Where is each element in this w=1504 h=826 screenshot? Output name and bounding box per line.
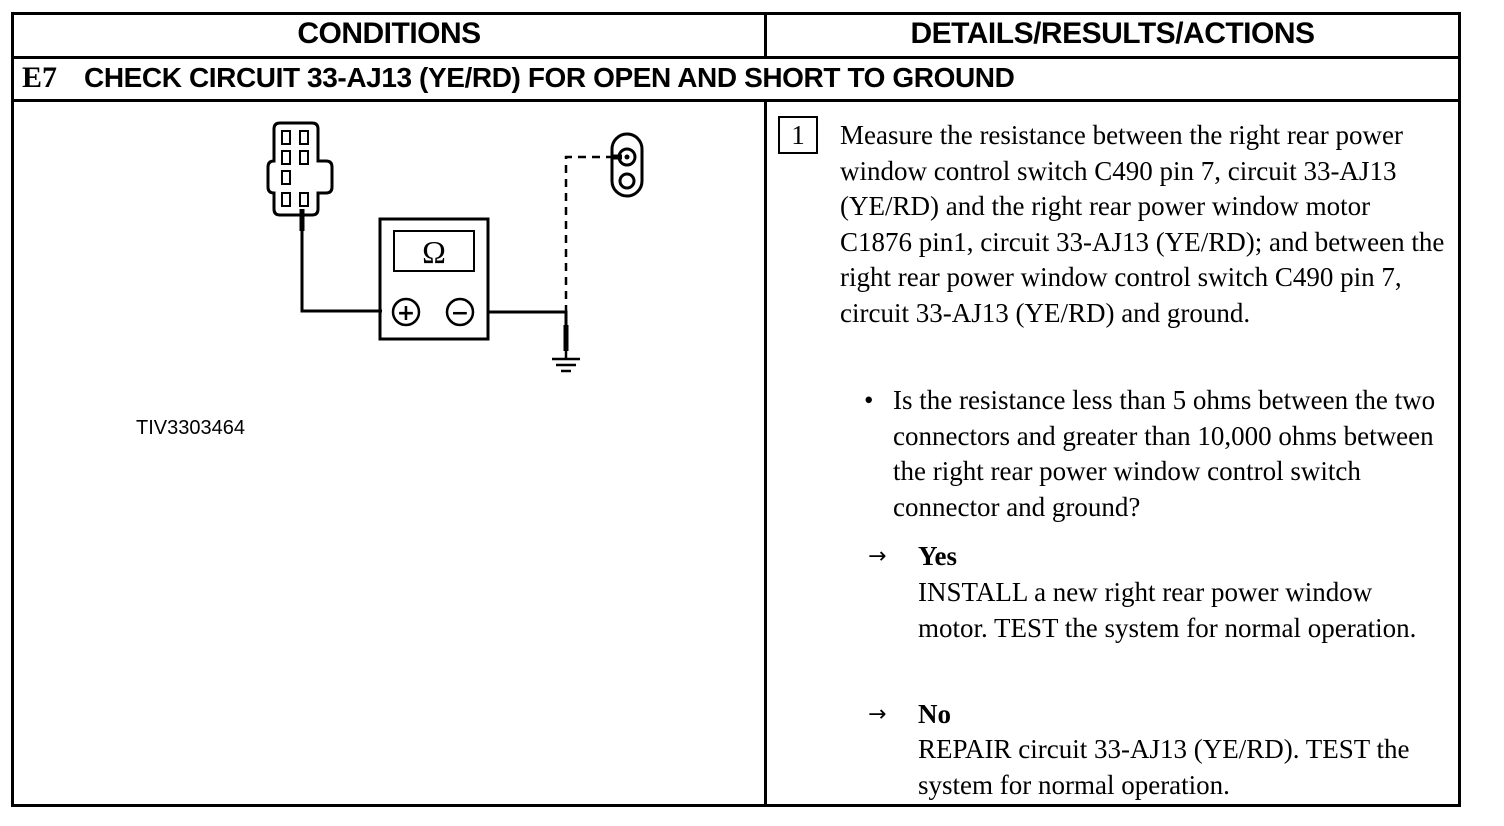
yes-action-text: INSTALL a new right rear power window mo… — [918, 577, 1417, 643]
yes-arrow-icon: → — [868, 544, 887, 569]
yes-label: Yes — [918, 541, 957, 571]
minus-terminal: − — [451, 301, 469, 326]
figure-id: TIV3303464 — [136, 417, 245, 439]
motor-connector-icon — [610, 132, 644, 198]
ohmmeter-icon: Ω + − — [378, 217, 490, 341]
bullet-icon: • — [864, 385, 874, 415]
circuit-diagram: Ω + − — [266, 121, 644, 373]
ground-icon — [552, 351, 580, 373]
plus-terminal: + — [397, 301, 415, 326]
conditions-header: CONDITIONS — [297, 17, 481, 50]
header-divider — [11, 56, 1461, 59]
instruction-text: Measure the resistance between the right… — [840, 118, 1445, 331]
no-label: No — [918, 699, 951, 729]
column-divider-top — [764, 12, 767, 58]
question-text: Is the resistance less than 5 ohms betwe… — [893, 385, 1436, 522]
negative-lead — [488, 310, 569, 351]
ohm-symbol: Ω — [422, 234, 446, 270]
step-number-box: 1 — [778, 116, 818, 154]
details-header: DETAILS/RESULTS/ACTIONS — [910, 17, 1315, 50]
step-title: CHECK CIRCUIT 33-AJ13 (YE/RD) FOR OPEN A… — [84, 62, 1015, 93]
switch-connector-icon — [266, 121, 334, 217]
dashed-connection — [564, 155, 614, 327]
step-id: E7 — [22, 61, 58, 94]
instruction-paragraph: Measure the resistance between the right… — [840, 120, 1445, 328]
step-title-row: E7 CHECK CIRCUIT 33-AJ13 (YE/RD) FOR OPEN… — [22, 58, 1015, 98]
procedure-table — [11, 12, 1461, 807]
no-arrow-icon: → — [868, 702, 887, 727]
positive-probe — [299, 209, 382, 313]
column-divider-body — [764, 99, 767, 807]
title-divider — [11, 99, 1461, 102]
no-action-text: REPAIR circuit 33-AJ13 (YE/RD). TEST the… — [918, 734, 1410, 800]
